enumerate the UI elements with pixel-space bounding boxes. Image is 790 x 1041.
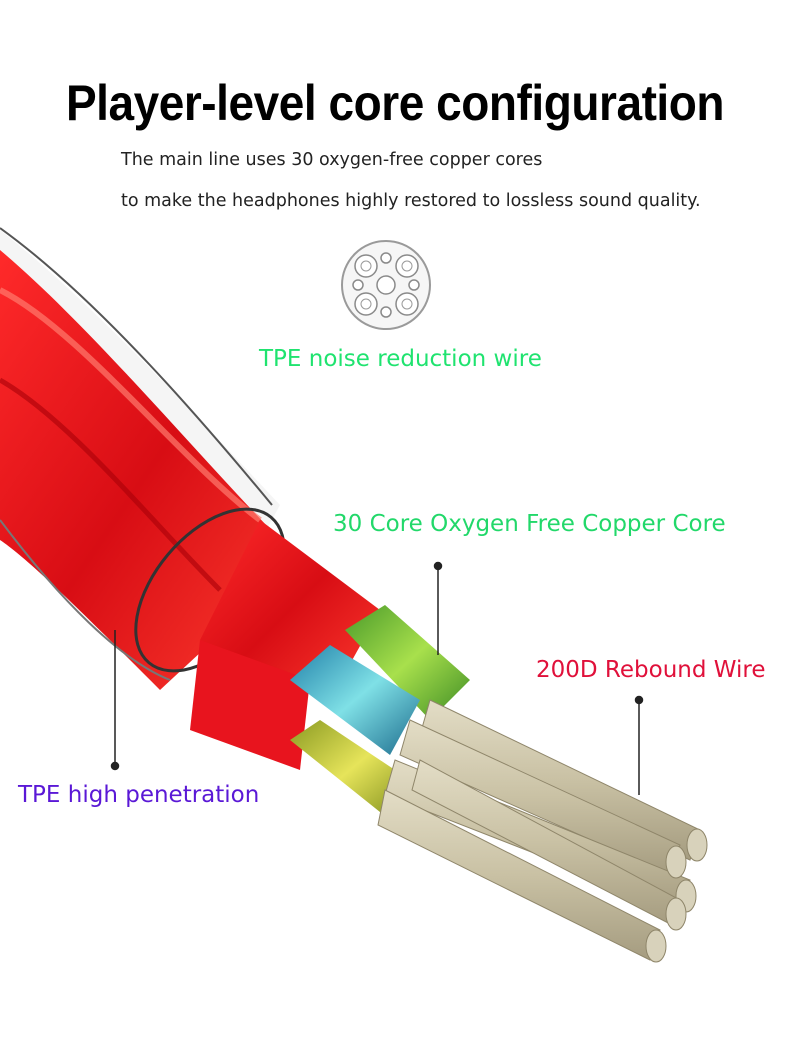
subtitle-line-1: The main line uses 30 oxygen-free copper… xyxy=(121,150,543,170)
page-title: Player-level core configuration xyxy=(65,75,725,131)
core-cross-section-icon xyxy=(341,240,431,330)
label-rebound-wire: 200D Rebound Wire xyxy=(536,657,766,683)
label-copper-core: 30 Core Oxygen Free Copper Core xyxy=(333,511,726,537)
fiber-strands xyxy=(377,699,708,963)
inner-wires xyxy=(190,520,470,820)
leader-lines xyxy=(110,561,644,795)
cable-body xyxy=(0,227,300,690)
label-tpe-high-penetration: TPE high penetration xyxy=(18,782,260,808)
label-tpe-noise-reduction: TPE noise reduction wire xyxy=(259,346,542,372)
subtitle-line-2: to make the headphones highly restored t… xyxy=(121,191,701,211)
